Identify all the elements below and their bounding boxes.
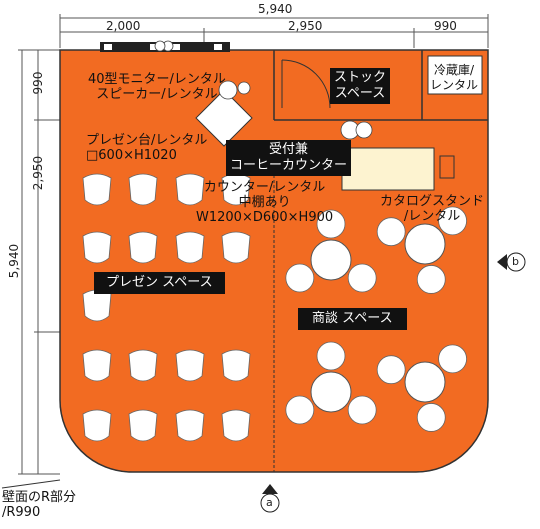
chair-icon [82, 409, 112, 442]
stool-chairs [154, 40, 373, 140]
chair-icon [285, 395, 315, 425]
chair-icon [175, 409, 205, 442]
partition-walls [273, 50, 488, 472]
meeting-chairs [285, 206, 467, 432]
dim-seg-right: 990 [434, 19, 457, 33]
reception-counter [341, 147, 435, 191]
dim-seg-left: 2,000 [106, 19, 141, 33]
chair-icon [128, 349, 158, 382]
chair-icon [128, 231, 158, 264]
dim-total-width: 5,940 [258, 2, 293, 16]
chair-icon [128, 173, 158, 206]
meeting-tables [310, 223, 446, 413]
chair-icon [82, 289, 112, 322]
chair-icon [128, 409, 158, 442]
chair-icon [221, 231, 251, 264]
chair-icon [376, 355, 406, 385]
chair-icon [221, 349, 251, 382]
entrance-marker-a [260, 484, 280, 513]
chair-icon [82, 173, 112, 206]
chair-icon [438, 206, 467, 236]
marker-b-label: b [512, 255, 519, 268]
label-fridge: 冷蔵庫/ レンタル [430, 63, 479, 92]
chair-icon [82, 231, 112, 264]
entrance-marker-b [497, 252, 526, 272]
label-reception: 受付兼 コーヒーカウンター [226, 140, 352, 176]
label-monitor: 40型モニター/レンタル スピーカー/レンタル [88, 72, 226, 102]
chair-icon [438, 344, 467, 374]
dimension-lines [18, 14, 489, 475]
chair-icon [376, 217, 406, 247]
chair-icon [316, 341, 346, 371]
dim-seg-middle: 2,950 [31, 155, 45, 191]
podium-icon [195, 89, 253, 147]
label-stock-space: ストック スペース [330, 68, 391, 104]
marker-a-label: a [266, 496, 273, 509]
label-presentation-space: プレゼン スペース [94, 272, 225, 294]
dim-seg-mid: 2,950 [288, 19, 323, 33]
chair-icon [416, 403, 446, 432]
chair-icon [175, 173, 205, 206]
chair-icon [347, 263, 377, 293]
chair-icon [221, 409, 251, 442]
chair-icon [175, 231, 205, 264]
chair-icon [175, 349, 205, 382]
label-catalog: カタログスタンド /レンタル [380, 194, 485, 224]
label-podium: プレゼン台/レンタル □600×H1020 [86, 133, 208, 163]
label-wall-note: 壁面のR部分 /R990 [2, 490, 77, 520]
dim-seg-top: 990 [31, 71, 45, 95]
chair-icon [347, 395, 377, 425]
chair-icon [416, 265, 446, 294]
presentation-chairs [82, 173, 251, 442]
chair-icon [316, 209, 346, 239]
chair-icon [82, 349, 112, 382]
catalog-stand-icon [439, 155, 455, 179]
chair-icon [285, 263, 315, 293]
label-meeting-space: 商談 スペース [298, 308, 407, 330]
dim-total-height: 5,940 [7, 243, 21, 279]
label-counter: カウンター/レンタル 中棚あり W1200×D600×H900 [196, 180, 334, 225]
fridge-icon [427, 55, 483, 95]
